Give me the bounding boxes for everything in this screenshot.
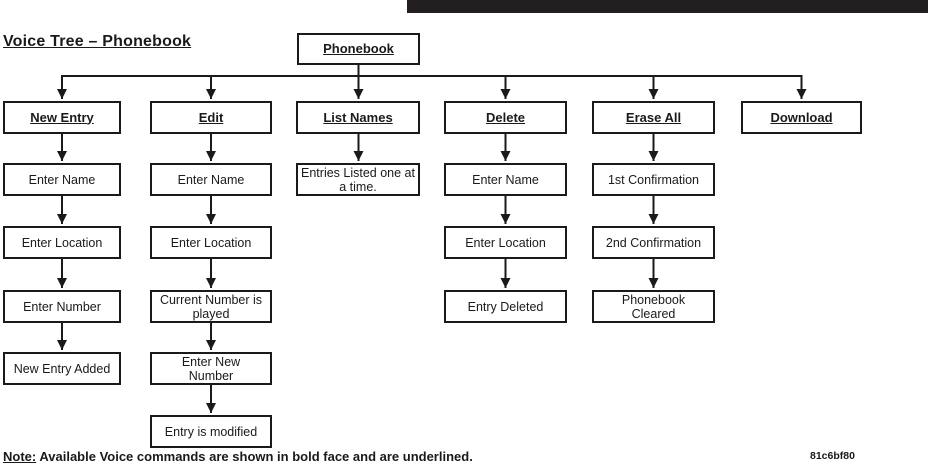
node-new-entry-added: New Entry Added — [3, 352, 121, 385]
node-enter-number: Enter Number — [3, 290, 121, 323]
top-black-bar — [407, 0, 928, 13]
node-new-entry: New Entry — [3, 101, 121, 134]
node-download: Download — [741, 101, 862, 134]
node-enter-name-1: Enter Name — [3, 163, 121, 196]
node-delete: Delete — [444, 101, 567, 134]
node-enter-location-3: Enter Location — [444, 226, 567, 259]
node-enter-name-2: Enter Name — [150, 163, 272, 196]
node-edit: Edit — [150, 101, 272, 134]
footnote-text: Available Voice commands are shown in bo… — [39, 449, 473, 464]
node-current-number-played: Current Number is played — [150, 290, 272, 323]
node-enter-new-number: Enter New Number — [150, 352, 272, 385]
footnote-label: Note: — [3, 449, 37, 464]
footnote: Note: Available Voice commands are shown… — [3, 449, 473, 464]
diagram-title: Voice Tree – Phonebook — [3, 33, 192, 50]
node-second-confirmation: 2nd Confirmation — [592, 226, 715, 259]
node-list-names: List Names — [296, 101, 420, 134]
node-first-confirmation: 1st Confirmation — [592, 163, 715, 196]
node-entries-listed: Entries Listed one at a time. — [296, 163, 420, 196]
node-entry-modified: Entry is modified — [150, 415, 272, 448]
node-enter-location-2: Enter Location — [150, 226, 272, 259]
node-phonebook-root: Phonebook — [297, 33, 420, 65]
figure-code: 81c6bf80 — [810, 450, 855, 462]
node-enter-location-1: Enter Location — [3, 226, 121, 259]
node-erase-all: Erase All — [592, 101, 715, 134]
node-entry-deleted: Entry Deleted — [444, 290, 567, 323]
node-phonebook-cleared: Phonebook Cleared — [592, 290, 715, 323]
node-enter-name-3: Enter Name — [444, 163, 567, 196]
